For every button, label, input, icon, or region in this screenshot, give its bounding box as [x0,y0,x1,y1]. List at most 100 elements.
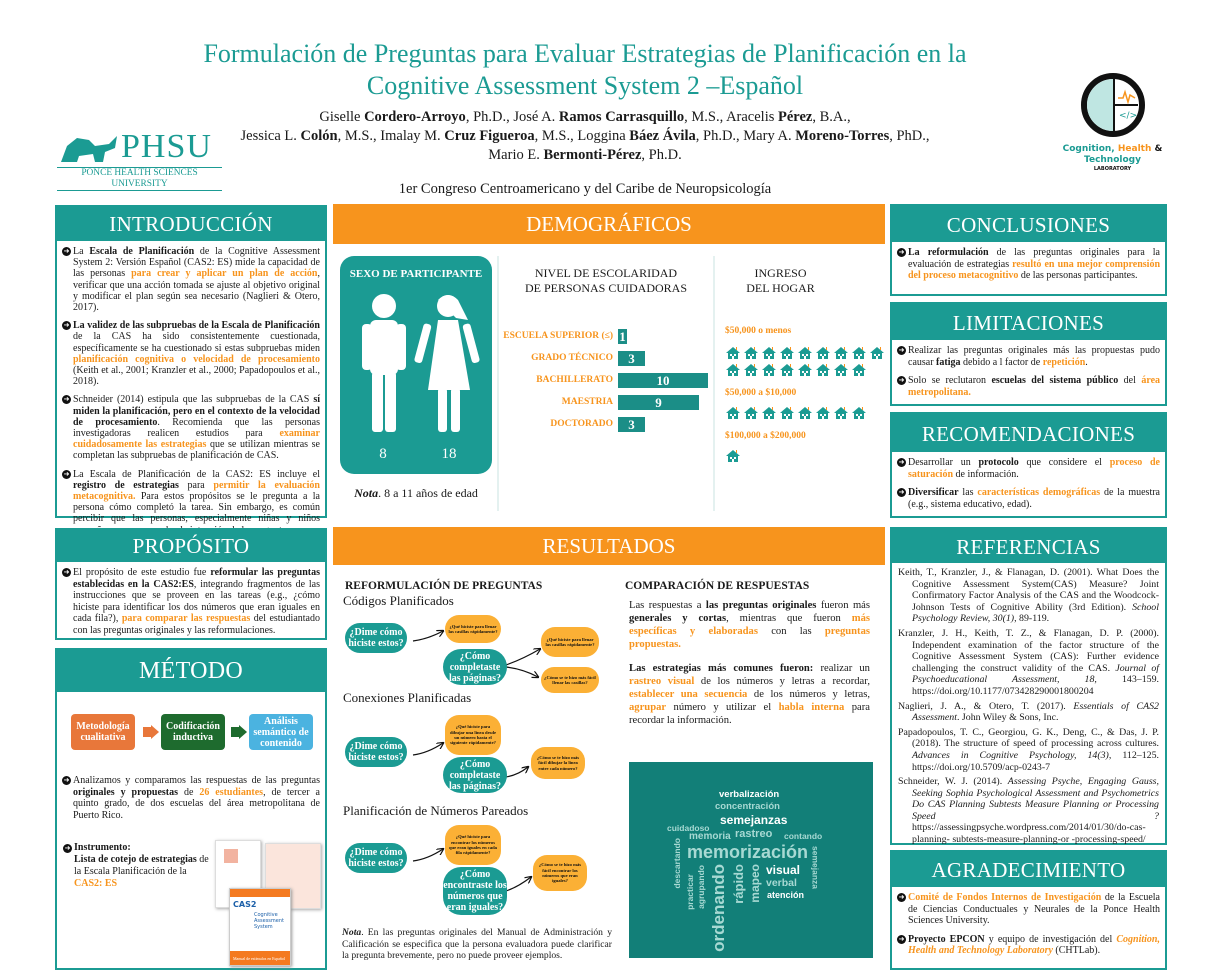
text-segment: de los números y letras a recordar, [694,676,870,687]
bullet-paragraph: ➜La validez de las subpruebas de la Esca… [62,320,320,387]
house-icon [725,449,741,463]
method-panel: MÉTODO Metodología cualitativa Codificac… [55,648,327,970]
logo-text: Health [1117,144,1152,154]
instrument-label: Instrumento: [74,842,131,853]
text-segment: registro de estrategias [73,479,179,491]
logo-text: & [1151,144,1163,154]
text-segment: características demográficas [977,487,1101,499]
text-segment: Keith, T., Kranzler, J., & Flanagan, D. … [898,567,1159,613]
text-segment: . [1085,356,1088,368]
logo-text: LABORATORY [1093,166,1132,172]
bullet-arrow-icon: ➜ [62,247,71,256]
text-segment: Journal of Psychoeducational Assessment,… [912,662,1159,686]
cht-logo: </> Cognition, Health & Technology LABOR… [1040,72,1185,200]
bullet-arrow-icon: ➜ [62,776,71,785]
text-segment: establecer una secuencia [629,689,748,700]
purpose-panel: PROPÓSITO ➜El propósito de este estudio … [55,528,327,640]
text-segment: más específicas y elaboradas [629,613,870,637]
text-segment: Cognition, Health and Technology Laborat… [908,933,1160,957]
house-icon [851,363,867,377]
subsection-title: COMPARACIÓN DE RESPUESTAS [625,580,810,592]
text-segment: de [178,786,200,798]
bullet-arrow-icon: ➜ [897,488,906,498]
text-segment: rastreo visual [629,676,695,687]
reformulated-question-node: ¿Cómo se te hizo más fácil llenar las ca… [541,667,599,693]
text-segment: generales y cortas [629,613,727,624]
bullet-arrow-icon: ➜ [897,934,906,944]
bullet-paragraph: ➜Proyecto EPCON y equipo de investigació… [897,934,1160,957]
bullet-arrow-icon: ➜ [63,844,72,853]
reference-item: Papadopoulos, T. C., Georgiou, G. K., De… [898,727,1159,773]
section-heading: DEMOGRÁFICOS [333,204,885,244]
text-segment: debido a l factor de [960,356,1043,368]
text-segment: número y utilizar el [666,702,779,713]
text-segment: , M.S., Loggina [534,128,630,144]
text-segment: Analizamos y comparamos las respuestas d… [73,775,320,786]
text-segment: Diversificar [908,487,959,499]
authors-line: Giselle Cordero-Arroyo, Ph.D., José A. R… [150,108,1020,127]
references-panel: REFERENCIAS Keith, T., Kranzler, J., & F… [890,527,1167,845]
flow-section-title: Códigos Planificados [343,593,454,608]
text-segment: del estudiantado con las preguntas origi… [73,613,320,636]
conclusions-panel: CONCLUSIONES ➜La reformulación de las pr… [890,204,1167,296]
house-icon [779,406,795,420]
text-segment: Cordero-Arroyo [364,109,466,125]
word-cloud-word: rastreo [735,828,773,840]
text-segment: Bermonti-Pérez [543,147,642,163]
instrument: ➜ Instrumento: Lista de cotejo de estrat… [63,842,213,890]
flow-section-title: Conexiones Planificadas [343,690,472,705]
income-label: $50,000 o menos [725,326,792,336]
text-segment: Colón [300,128,338,144]
house-icon [851,406,867,420]
section-body: ➜Desarrollar un protocolo que considere … [892,452,1165,513]
text-segment: . Recomienda que las personas investigad… [73,416,320,440]
bar: 1 [618,329,627,344]
divider [497,256,499,511]
text-segment: https://assessingpsyche.wordpress.com/20… [912,822,1146,846]
subsection-title: REFORMULACIÓN DE PREGUNTAS [345,580,543,592]
bullet-paragraph: ➜Diversificar las características demogr… [897,487,1160,510]
section-body: ➜Analizamos y comparamos las respuestas … [57,770,325,824]
bar: 3 [618,351,645,366]
text-segment: School Psychology Review, 30(1) [912,601,1159,625]
book-brand: CAS2 [233,900,257,909]
text-segment: . John Wiley & Sons, Inc. [956,712,1059,724]
logo-text: Technology [1084,155,1141,165]
original-question-node: ¿Dime cómo hiciste estos? [345,623,407,653]
text-segment: (Keith et al., 2001; Kranzler et al., 20… [73,365,320,388]
text-segment: , M.S., Aracelis [684,109,778,125]
book-title: Cognitive Assessment System [254,912,284,930]
text-segment: Cruz Figueroa [444,128,535,144]
text-segment: de las preguntas originales para la eval… [908,247,1160,270]
text-segment: Pérez [778,109,813,125]
text-segment: Essentials of CAS2 Assessment [912,700,1159,724]
bullet-paragraph: ➜Comité de Fondos Internos de Investigac… [897,892,1160,927]
bullet-paragraph: ➜Analizamos y comparamos las respuestas … [62,775,320,821]
lion-icon [61,136,117,162]
bullet-arrow-icon: ➜ [62,321,71,331]
house-icon [761,406,777,420]
word-cloud-word: mapeo [748,864,762,903]
text-segment: , integrando fragmentos de las instrucci… [73,578,321,625]
education-chart-title: NIVEL DE ESCOLARIDAD DE PERSONAS CUIDADO… [501,266,711,296]
house-icon [797,406,813,420]
acknowledgments-panel: AGRADECIMIENTO ➜Comité de Fondos Interno… [890,850,1167,970]
poster-title: Formulación de Preguntas para Evaluar Es… [150,38,1020,102]
text-segment: examinar cuidadosamente las estrategias [73,428,320,451]
income-label: $100,000 a $200,000 [725,431,806,441]
references-list: Keith, T., Kranzler, J., & Flanagan, D. … [892,563,1165,853]
text-segment: Moreno-Torres [795,128,890,144]
arrow-icon [151,725,159,739]
text-segment: Solo se reclutaron [908,375,992,387]
bullet-arrow-icon: ➜ [897,893,906,902]
text-segment: sí miden la planificación, pero en el co… [73,394,320,428]
text-segment: Naglieri, J. A., & Otero, T. (2017). [898,700,1074,712]
phsu-fullname: PONCE HEALTH SCIENCES UNIVERSITY [57,167,222,191]
text-segment: . En las preguntas originales del Manual… [342,927,612,962]
bullet-paragraph: ➜Schneider (2014) estipula que las subpr… [62,394,320,461]
house-icon [833,406,849,420]
reformulated-question-node: ¿Cómo se te hizo más fácil encontrar los… [533,855,587,891]
original-question-node: ¿Cómo encontraste los números que eran i… [443,867,507,915]
text-segment: para crear y aplicar un plan de acción [131,268,318,280]
text-segment: permitir la evaluación metacognitiva. [73,479,320,503]
